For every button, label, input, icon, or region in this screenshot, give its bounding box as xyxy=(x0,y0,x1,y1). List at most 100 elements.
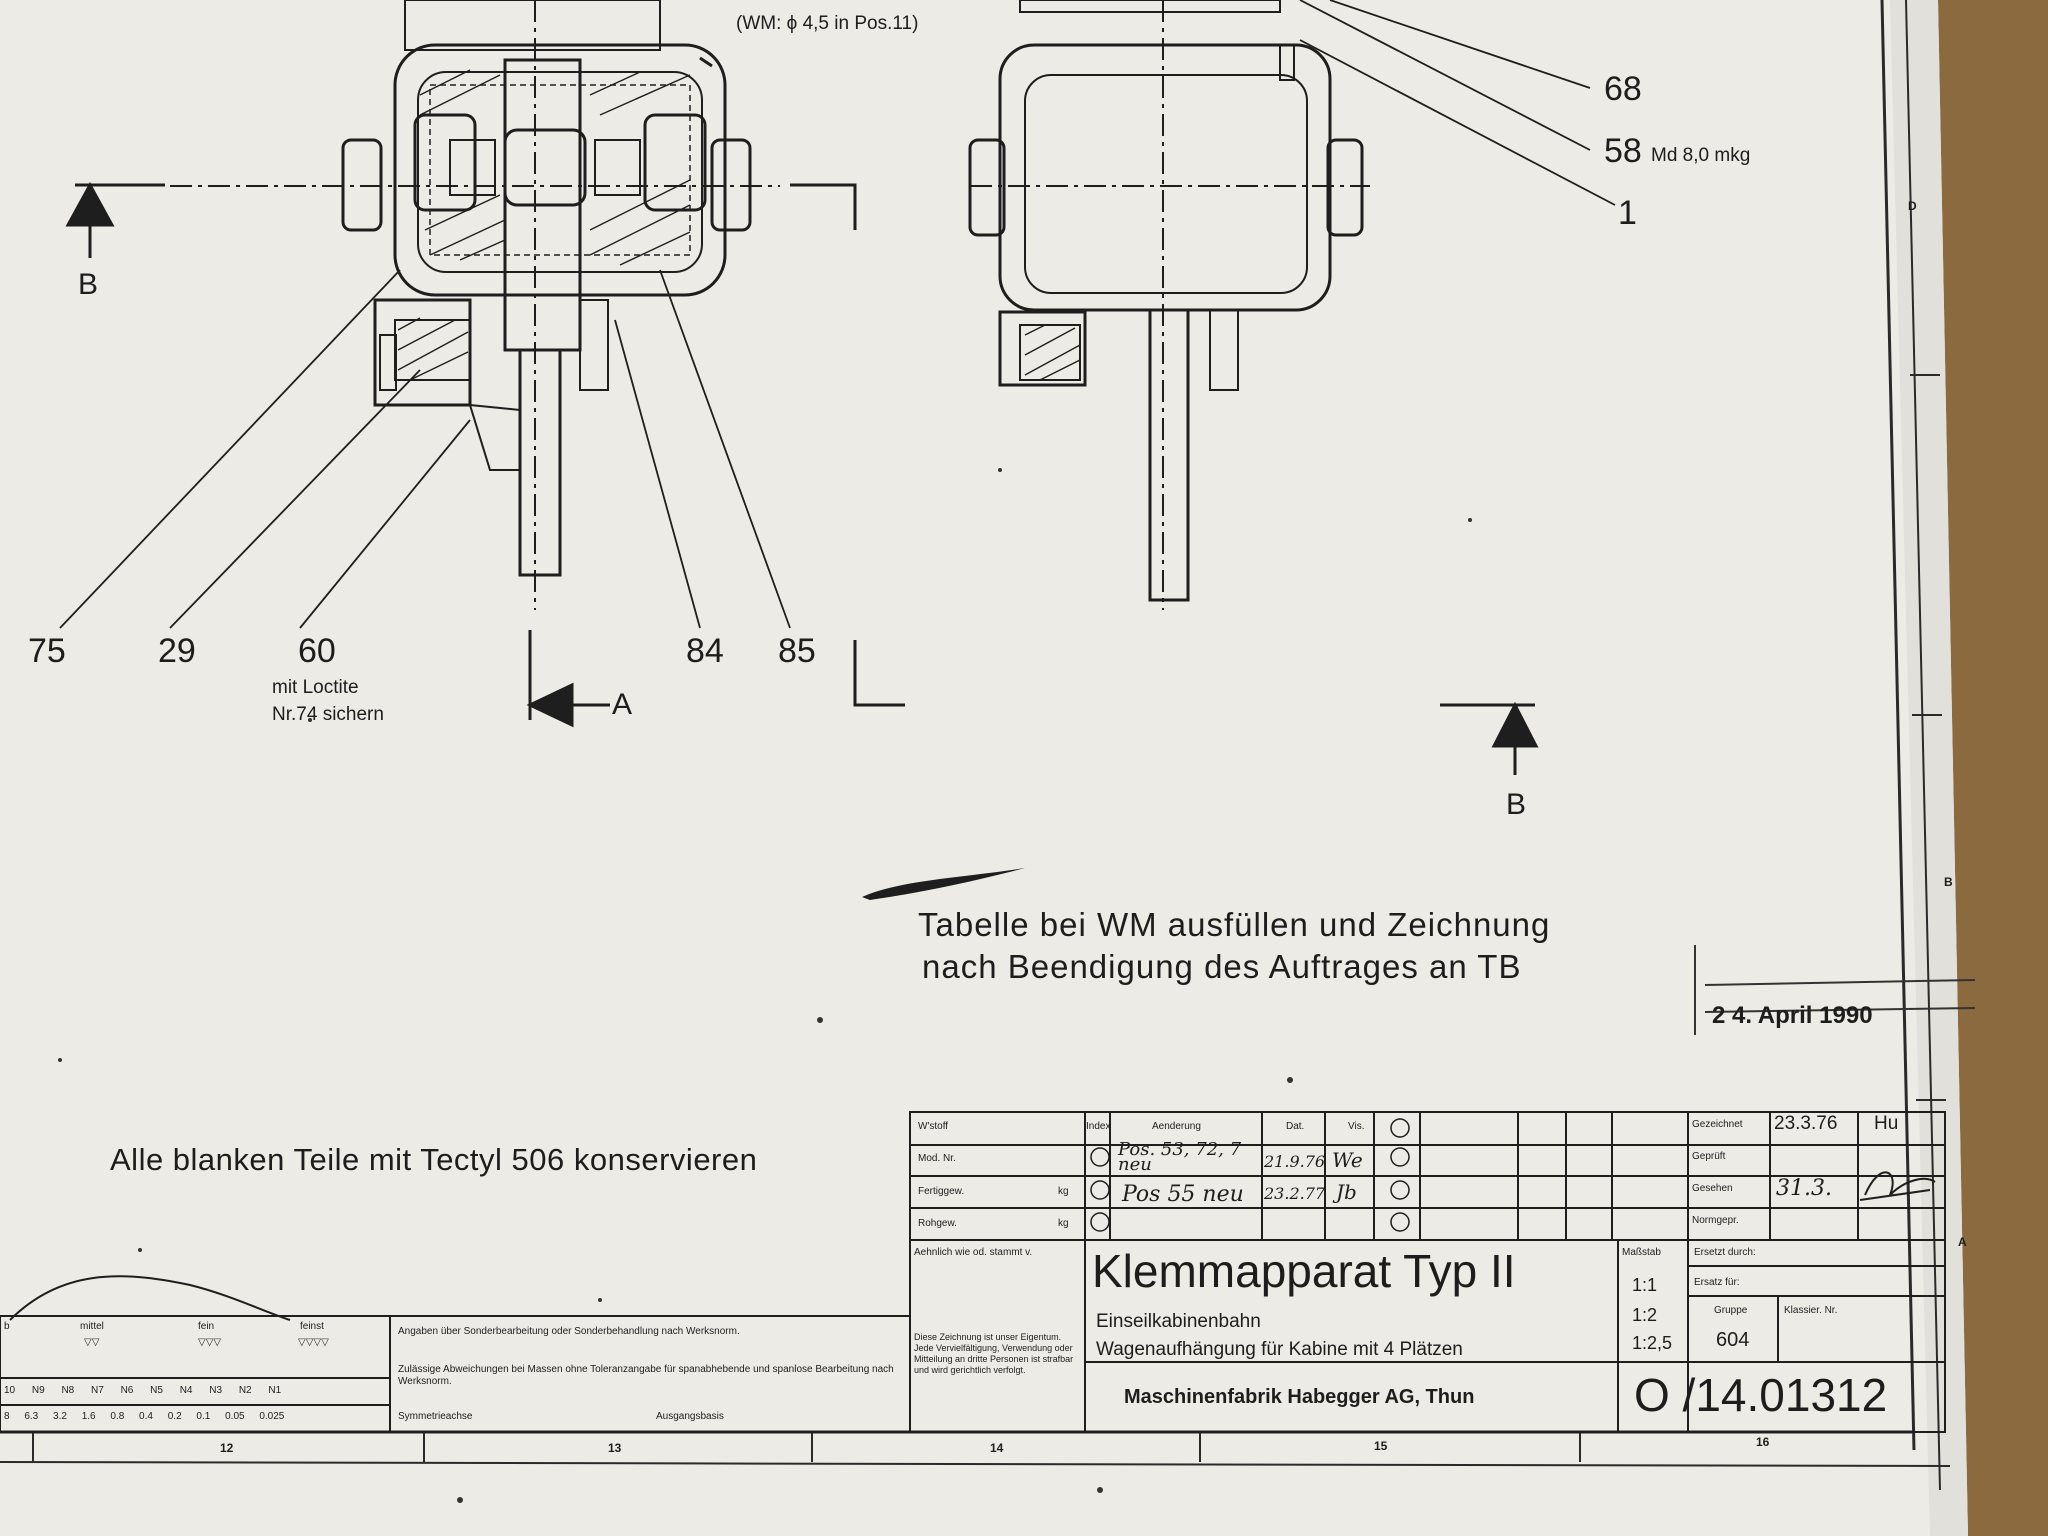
callout-58: 58 xyxy=(1604,132,1642,170)
leader-lines xyxy=(59,0,1616,629)
surface-note-1: Angaben über Sonderbearbeitung oder Sond… xyxy=(398,1326,740,1337)
torque-note: Md 8,0 mkg xyxy=(1651,145,1751,166)
frame-border-bottom-outer xyxy=(0,1461,1951,1467)
change-1-date: 21.9.76 xyxy=(1264,1152,1326,1171)
surface-header-mittel: mittel xyxy=(80,1321,104,1332)
label-normgepr: Normgepr. xyxy=(1692,1215,1739,1226)
header-index: Index xyxy=(1086,1121,1111,1132)
surface-note-2: Zulässige Abweichungen bei Massen ohne T… xyxy=(398,1364,894,1387)
header-aenderung: Aenderung xyxy=(1152,1121,1201,1132)
loctite-note-line2: Nr.74 sichern xyxy=(272,704,384,725)
property-note: Diese Zeichnung ist unser Eigentum. Jede… xyxy=(914,1332,1074,1375)
label-rohgew: Rohgew. xyxy=(918,1218,957,1229)
grid-number-15: 15 xyxy=(1374,1439,1388,1453)
instruction-line1: Tabelle bei WM ausfüllen und Zeichnung xyxy=(918,906,1551,943)
surface-symbol-fein: ▽▽▽ xyxy=(198,1337,222,1348)
gezeichnet-date: 23.3.76 xyxy=(1774,1113,1838,1134)
signature-scribble xyxy=(1859,1171,1936,1201)
title-block-grid xyxy=(0,1111,1946,1433)
section-marker-a: A xyxy=(612,688,633,721)
wm-note: (WM: ϕ 4,5 in Pos.11) xyxy=(736,13,919,34)
instruction-arrow-mark xyxy=(862,868,1025,900)
loctite-note-line1: mit Loctite xyxy=(272,677,359,698)
callout-85: 85 xyxy=(778,632,816,670)
surface-header-feinst: feinst xyxy=(300,1321,324,1332)
drawing-subtitle-2: Wagenaufhängung für Kabine mit 4 Plätzen xyxy=(1096,1339,1463,1360)
surface-ra-values: 8 6.3 3.2 1.6 0.8 0.4 0.2 0.1 0.05 0.025 xyxy=(4,1411,285,1422)
label-kg2: kg xyxy=(1058,1218,1069,1229)
grid-number-16: 16 xyxy=(1756,1435,1770,1449)
callout-60: 60 xyxy=(298,632,336,670)
label-ersetzt-durch: Ersetzt durch: xyxy=(1694,1247,1756,1258)
grid-letter-d: D xyxy=(1908,199,1917,213)
label-klassier-nr: Klassier. Nr. xyxy=(1784,1305,1838,1316)
exterior-view-right xyxy=(968,0,1370,610)
surface-base: Ausgangsbasis xyxy=(656,1411,724,1422)
grid-letter-a: A xyxy=(1958,1235,1967,1249)
grid-number-14: 14 xyxy=(990,1441,1004,1455)
callout-75: 75 xyxy=(28,632,66,670)
callout-29: 29 xyxy=(158,632,196,670)
change-1-text: Pos. 53, 72, 7 neu xyxy=(1118,1139,1242,1175)
scale-2: 1:2 xyxy=(1632,1305,1658,1325)
gruppe-value: 604 xyxy=(1716,1329,1750,1351)
section-marker-b-right: B xyxy=(1506,788,1527,821)
change-2-text: Pos 55 neu xyxy=(1122,1182,1244,1207)
grid-number-12: 12 xyxy=(220,1441,234,1455)
callout-68: 68 xyxy=(1604,70,1642,108)
label-fertiggew: Fertiggew. xyxy=(918,1186,965,1197)
grid-letter-b: B xyxy=(1944,875,1953,889)
change-1-vis: We xyxy=(1332,1148,1363,1172)
label-mod-nr: Mod. Nr. xyxy=(918,1153,956,1164)
surface-header-corner: b xyxy=(4,1321,10,1332)
paper-speckles xyxy=(58,468,1472,1503)
surface-n-classes: 10 N9 N8 N7 N6 N5 N4 N3 N2 N1 xyxy=(4,1385,282,1396)
change-2-vis: Jb xyxy=(1336,1180,1357,1204)
callout-1: 1 xyxy=(1618,194,1637,232)
drawing-subtitle-1: Einseilkabinenbahn xyxy=(1096,1311,1261,1332)
label-gezeichnet: Gezeichnet xyxy=(1692,1119,1743,1130)
date-stamp-bracket xyxy=(1694,945,1976,1035)
vis-circles xyxy=(1090,1118,1410,1232)
company-name: Maschinenfabrik Habegger AG, Thun xyxy=(1124,1386,1475,1408)
scale-1: 1:1 xyxy=(1632,1275,1658,1295)
scale-3: 1:2,5 xyxy=(1632,1333,1673,1353)
surface-header-fein: fein xyxy=(198,1321,215,1332)
paper-edge-shadow xyxy=(1890,0,1968,1536)
section-view-left xyxy=(170,0,780,610)
instruction-line2: nach Beendigung des Auftrages an TB xyxy=(922,948,1522,985)
drawing-title: Klemmapparat Typ II xyxy=(1092,1245,1516,1297)
surface-symmetry: Symmetrieachse xyxy=(398,1411,473,1422)
preservation-note: Alle blanken Teile mit Tectyl 506 konser… xyxy=(110,1142,758,1177)
paper-sheet xyxy=(0,0,1968,1536)
label-massstab: Maßstab xyxy=(1622,1247,1661,1258)
section-hatching-left xyxy=(397,69,691,381)
callout-84: 84 xyxy=(686,632,724,670)
label-gruppe: Gruppe xyxy=(1714,1305,1748,1316)
header-dat: Dat. xyxy=(1286,1121,1305,1132)
header-wstoff: W'stoff xyxy=(918,1121,949,1132)
grid-number-13: 13 xyxy=(608,1441,622,1455)
roughness-curve xyxy=(9,1275,291,1321)
date-stamp: 2 4. April 1990 xyxy=(1712,1002,1873,1029)
label-kg: kg xyxy=(1058,1186,1069,1197)
label-geprueft: Geprüft xyxy=(1692,1151,1726,1162)
grid-ticks-bottom xyxy=(32,1432,1581,1462)
frame-border-outer xyxy=(1905,0,1941,1491)
gesehen-date: 31.3. xyxy=(1776,1176,1832,1201)
label-aehnlich: Aehnlich wie od. stammt v. xyxy=(914,1247,1033,1258)
section-arrows xyxy=(65,181,1539,775)
gezeichnet-initials: Hu xyxy=(1874,1113,1899,1134)
surface-symbol-mittel: ▽▽ xyxy=(84,1337,100,1348)
drawing-number: O /14.01312 xyxy=(1634,1369,1888,1421)
spring-hatching-right xyxy=(1024,324,1081,381)
header-vis: Vis. xyxy=(1348,1121,1365,1132)
change-2-date: 23.2.77 xyxy=(1264,1184,1326,1203)
section-marker-b-left: B xyxy=(78,268,99,301)
label-gesehen: Gesehen xyxy=(1692,1183,1733,1194)
label-ersatz-fuer: Ersatz für: xyxy=(1694,1277,1740,1288)
surface-symbol-feinst: ▽▽▽▽ xyxy=(298,1337,329,1348)
grid-ticks-right xyxy=(1910,374,1946,1101)
